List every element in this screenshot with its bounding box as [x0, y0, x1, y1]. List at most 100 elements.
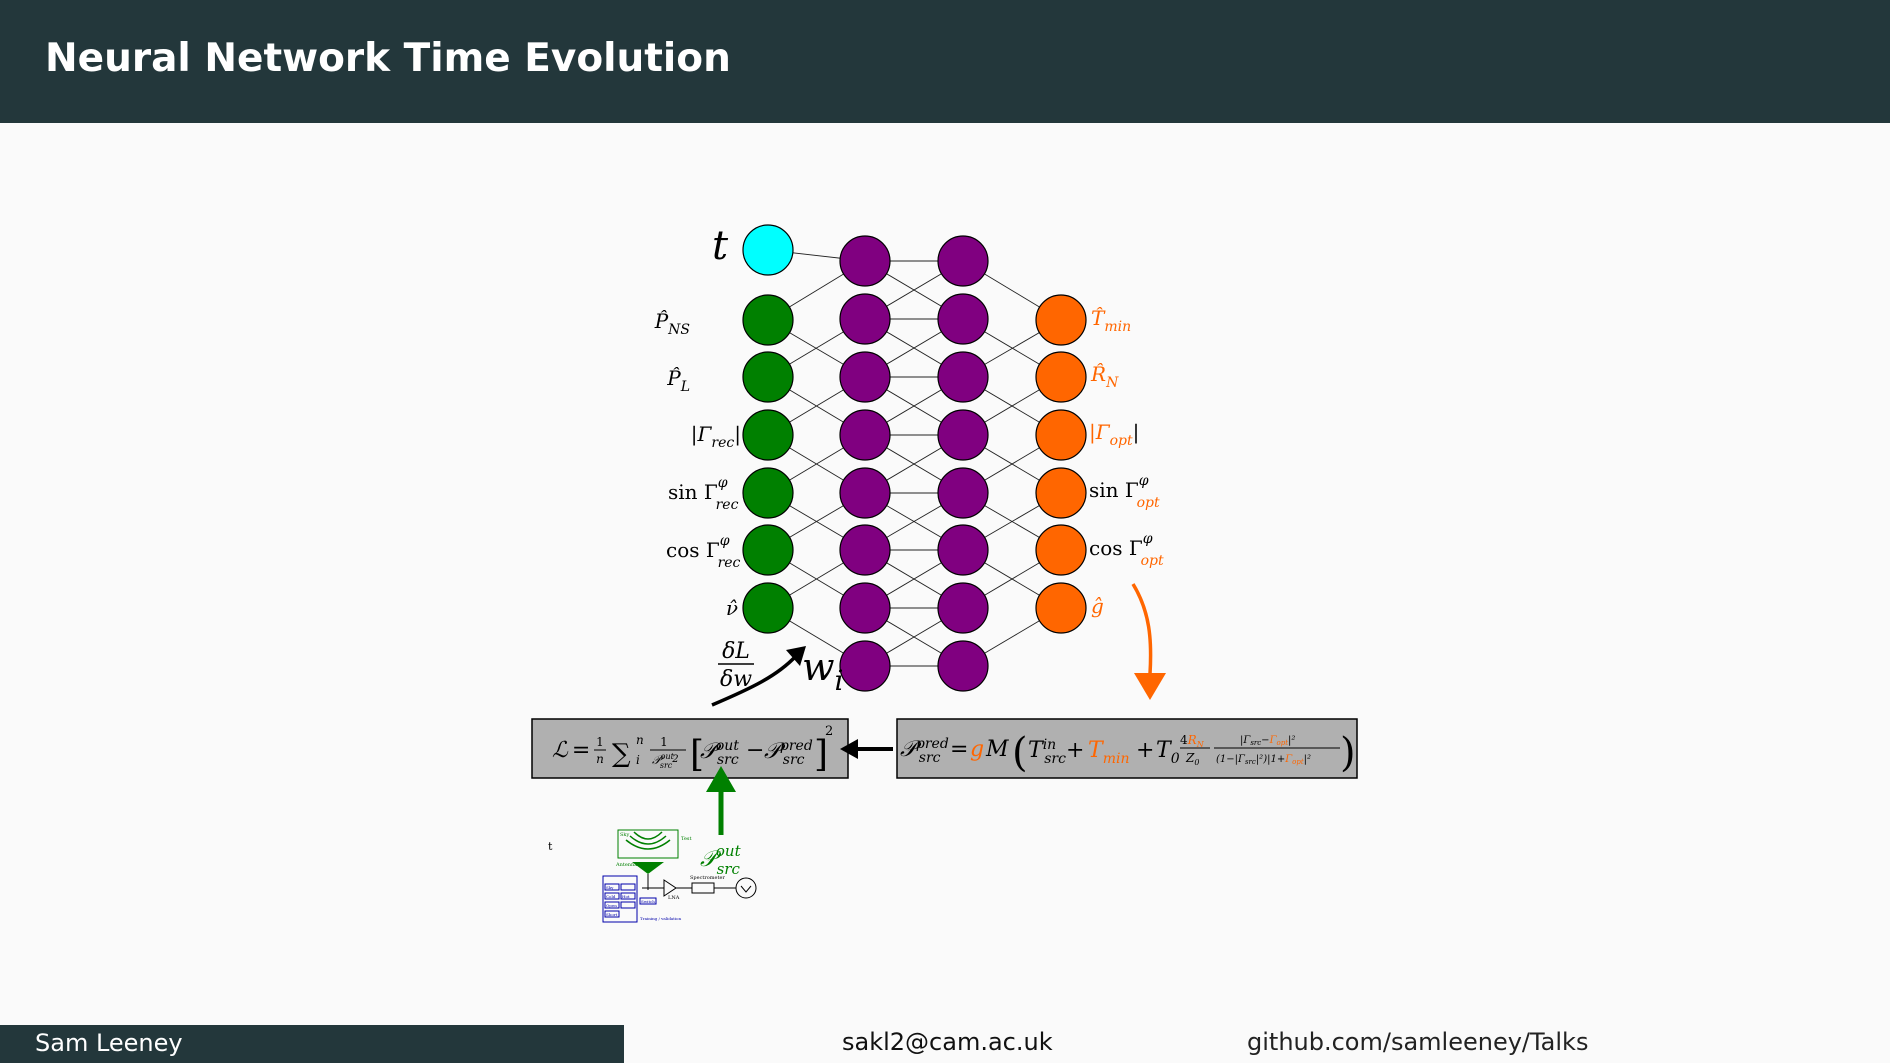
input-label-gamma-rec: |Γrec|	[691, 422, 741, 451]
footer-author-bar: Sam Leeney	[0, 1025, 624, 1063]
output-label-rn: R̂N	[1090, 362, 1119, 391]
gradient-arrow-head	[786, 646, 806, 666]
input-node	[742, 467, 794, 519]
time-input-node	[742, 224, 794, 276]
svg-text:Cold: Cold	[606, 894, 616, 899]
input-label-pl: P̂L	[666, 366, 690, 395]
svg-text:]: ]	[814, 734, 828, 775]
svg-text:i: i	[636, 753, 640, 767]
svg-text:Open: Open	[606, 903, 617, 908]
svg-text:Hot: Hot	[622, 894, 630, 899]
svg-text:Training / validation: Training / validation	[640, 916, 682, 921]
output-label-gamma-opt: |Γopt|	[1089, 420, 1139, 449]
output-arrow-head	[1134, 673, 1166, 700]
hidden-node-layer1	[839, 582, 891, 634]
svg-text:−: −	[746, 738, 764, 763]
output-arrow	[1131, 583, 1153, 675]
hidden-node-layer1	[839, 409, 891, 461]
svg-text:Sky: Sky	[620, 832, 629, 838]
hidden-node-layer2	[937, 293, 989, 345]
svg-text:2: 2	[825, 724, 833, 739]
hidden-node-layer2	[937, 524, 989, 576]
input-node	[742, 294, 794, 346]
output-node	[1035, 467, 1087, 519]
svg-text:Short: Short	[606, 912, 618, 917]
input-node	[742, 582, 794, 634]
pred-t0: T0	[1156, 738, 1180, 767]
svg-text:(: (	[1012, 730, 1028, 776]
hidden-node-layer2	[937, 409, 989, 461]
pred-4rn: 4RN	[1180, 733, 1205, 749]
receiver-schematic-icon: Antenna Sky Test LNA Spectrometer Sky Co…	[602, 829, 757, 923]
svg-text:n: n	[596, 752, 604, 766]
svg-text:+: +	[1066, 738, 1084, 763]
svg-text:1: 1	[660, 735, 668, 749]
time-input-label: t	[712, 223, 729, 269]
network-nodes	[742, 224, 1087, 692]
pred-to-loss-arrow-head	[840, 739, 858, 759]
svg-text:1: 1	[596, 735, 604, 749]
output-label-g: ĝ	[1091, 594, 1104, 618]
gradient-arrow	[711, 654, 798, 707]
footer-author: Sam Leeney	[35, 1029, 183, 1057]
input-node	[742, 524, 794, 576]
output-node	[1035, 294, 1087, 346]
svg-text:Switch: Switch	[641, 899, 655, 904]
svg-text:[: [	[690, 734, 704, 775]
hidden-node-layer1	[839, 351, 891, 403]
pred-denominator: (1−|Γsrc|²)|1+Γopt|²	[1216, 754, 1311, 766]
svg-text:+: +	[1136, 738, 1154, 763]
svg-text:Spectrometer: Spectrometer	[690, 875, 725, 881]
hidden-node-layer2	[937, 235, 989, 287]
output-node	[1035, 409, 1087, 461]
gradient-fraction: δL δw	[718, 639, 754, 692]
svg-text:∑: ∑	[612, 739, 631, 769]
footer-email: sakl2@cam.ac.uk	[842, 1028, 1053, 1056]
svg-text:M: M	[985, 737, 1009, 762]
svg-text:n: n	[636, 733, 644, 747]
pred-z0: Z0	[1185, 751, 1199, 767]
svg-text:δL: δL	[722, 639, 750, 664]
input-node	[742, 409, 794, 461]
pred-t-min: Tmin	[1088, 738, 1129, 767]
slide-title: Neural Network Time Evolution	[45, 36, 731, 81]
svg-text:Sky: Sky	[606, 885, 614, 890]
hidden-node-layer2	[937, 582, 989, 634]
svg-text:=: =	[950, 737, 968, 762]
network-edges	[767, 249, 1062, 667]
svg-text:Test: Test	[681, 836, 691, 842]
output-label-tmin: T̂min	[1091, 306, 1131, 335]
measurement-arrow-head	[706, 766, 736, 792]
output-node	[1035, 524, 1087, 576]
hidden-node-layer1	[839, 640, 891, 692]
hidden-node-layer1	[839, 467, 891, 519]
output-node	[1035, 582, 1087, 634]
hidden-node-layer1	[839, 524, 891, 576]
input-label-nu: ν̂	[726, 596, 738, 620]
header-bar: Neural Network Time Evolution	[0, 0, 1890, 123]
hidden-node-layer1	[839, 293, 891, 345]
pred-numerator: |Γsrc−Γopt|²	[1240, 735, 1295, 747]
svg-text:): )	[1340, 730, 1356, 776]
svg-text:Antenna: Antenna	[615, 862, 637, 868]
hidden-node-layer1	[839, 235, 891, 287]
weight-label: wi	[802, 645, 844, 697]
footer-github: github.com/samleeney/Talks	[1247, 1028, 1589, 1056]
svg-text:g: g	[970, 737, 984, 762]
stray-t-label: t	[548, 840, 553, 853]
hidden-node-layer2	[937, 467, 989, 519]
